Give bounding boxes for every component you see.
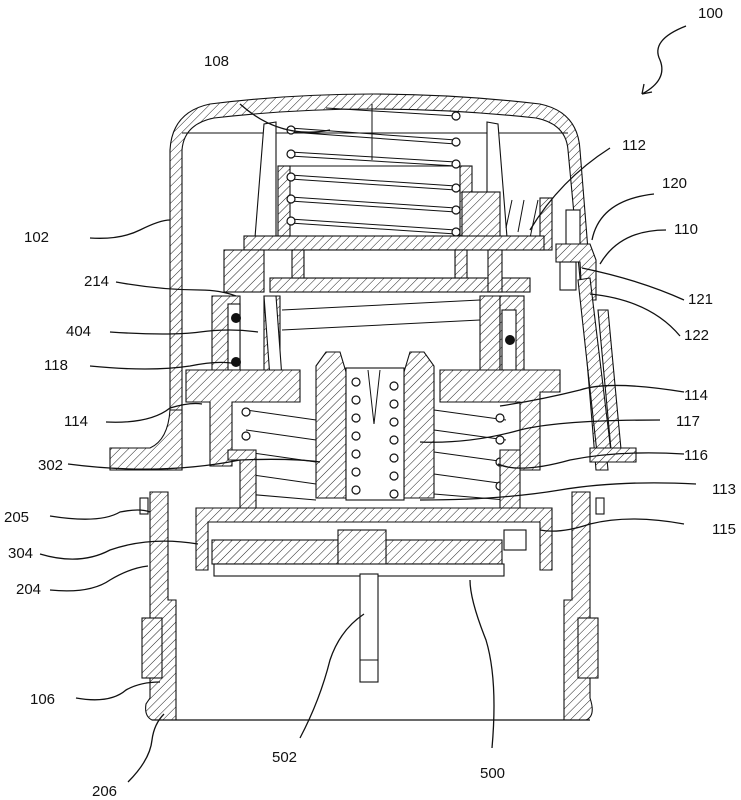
label-206: 206 — [92, 783, 117, 800]
label-500: 500 — [480, 765, 505, 782]
valve-body — [109, 369, 637, 471]
label-118: 118 — [44, 357, 68, 374]
label-117: 117 — [676, 413, 700, 430]
bottom-sleeve — [139, 491, 605, 721]
label-106: 106 — [30, 691, 55, 708]
label-502: 502 — [272, 749, 297, 766]
label-120: 120 — [662, 175, 687, 192]
central-piston — [227, 351, 521, 509]
inner-spring-coils — [351, 377, 399, 499]
spring-108-coils — [286, 107, 461, 237]
label-116: 116 — [684, 447, 708, 464]
label-108: 108 — [204, 53, 229, 70]
label-114-left: 114 — [64, 413, 88, 430]
label-113: 113 — [712, 481, 736, 498]
label-205: 205 — [4, 509, 29, 526]
reference-labels: 100 108 112 120 102 110 214 121 122 404 … — [4, 5, 736, 800]
leader-lines — [39, 25, 697, 783]
label-110: 110 — [674, 221, 698, 238]
lower-assembly — [195, 507, 553, 683]
label-121: 121 — [688, 291, 713, 308]
label-122: 122 — [684, 327, 709, 344]
upper-spring-assembly — [253, 104, 581, 251]
label-115: 115 — [712, 521, 736, 538]
label-204: 204 — [16, 581, 41, 598]
label-214: 214 — [84, 273, 109, 290]
label-112: 112 — [622, 137, 646, 154]
label-302: 302 — [38, 457, 63, 474]
label-304: 304 — [8, 545, 33, 562]
label-100: 100 — [698, 5, 723, 22]
label-404: 404 — [66, 323, 91, 340]
label-102: 102 — [24, 229, 49, 246]
label-114-right: 114 — [684, 387, 708, 404]
